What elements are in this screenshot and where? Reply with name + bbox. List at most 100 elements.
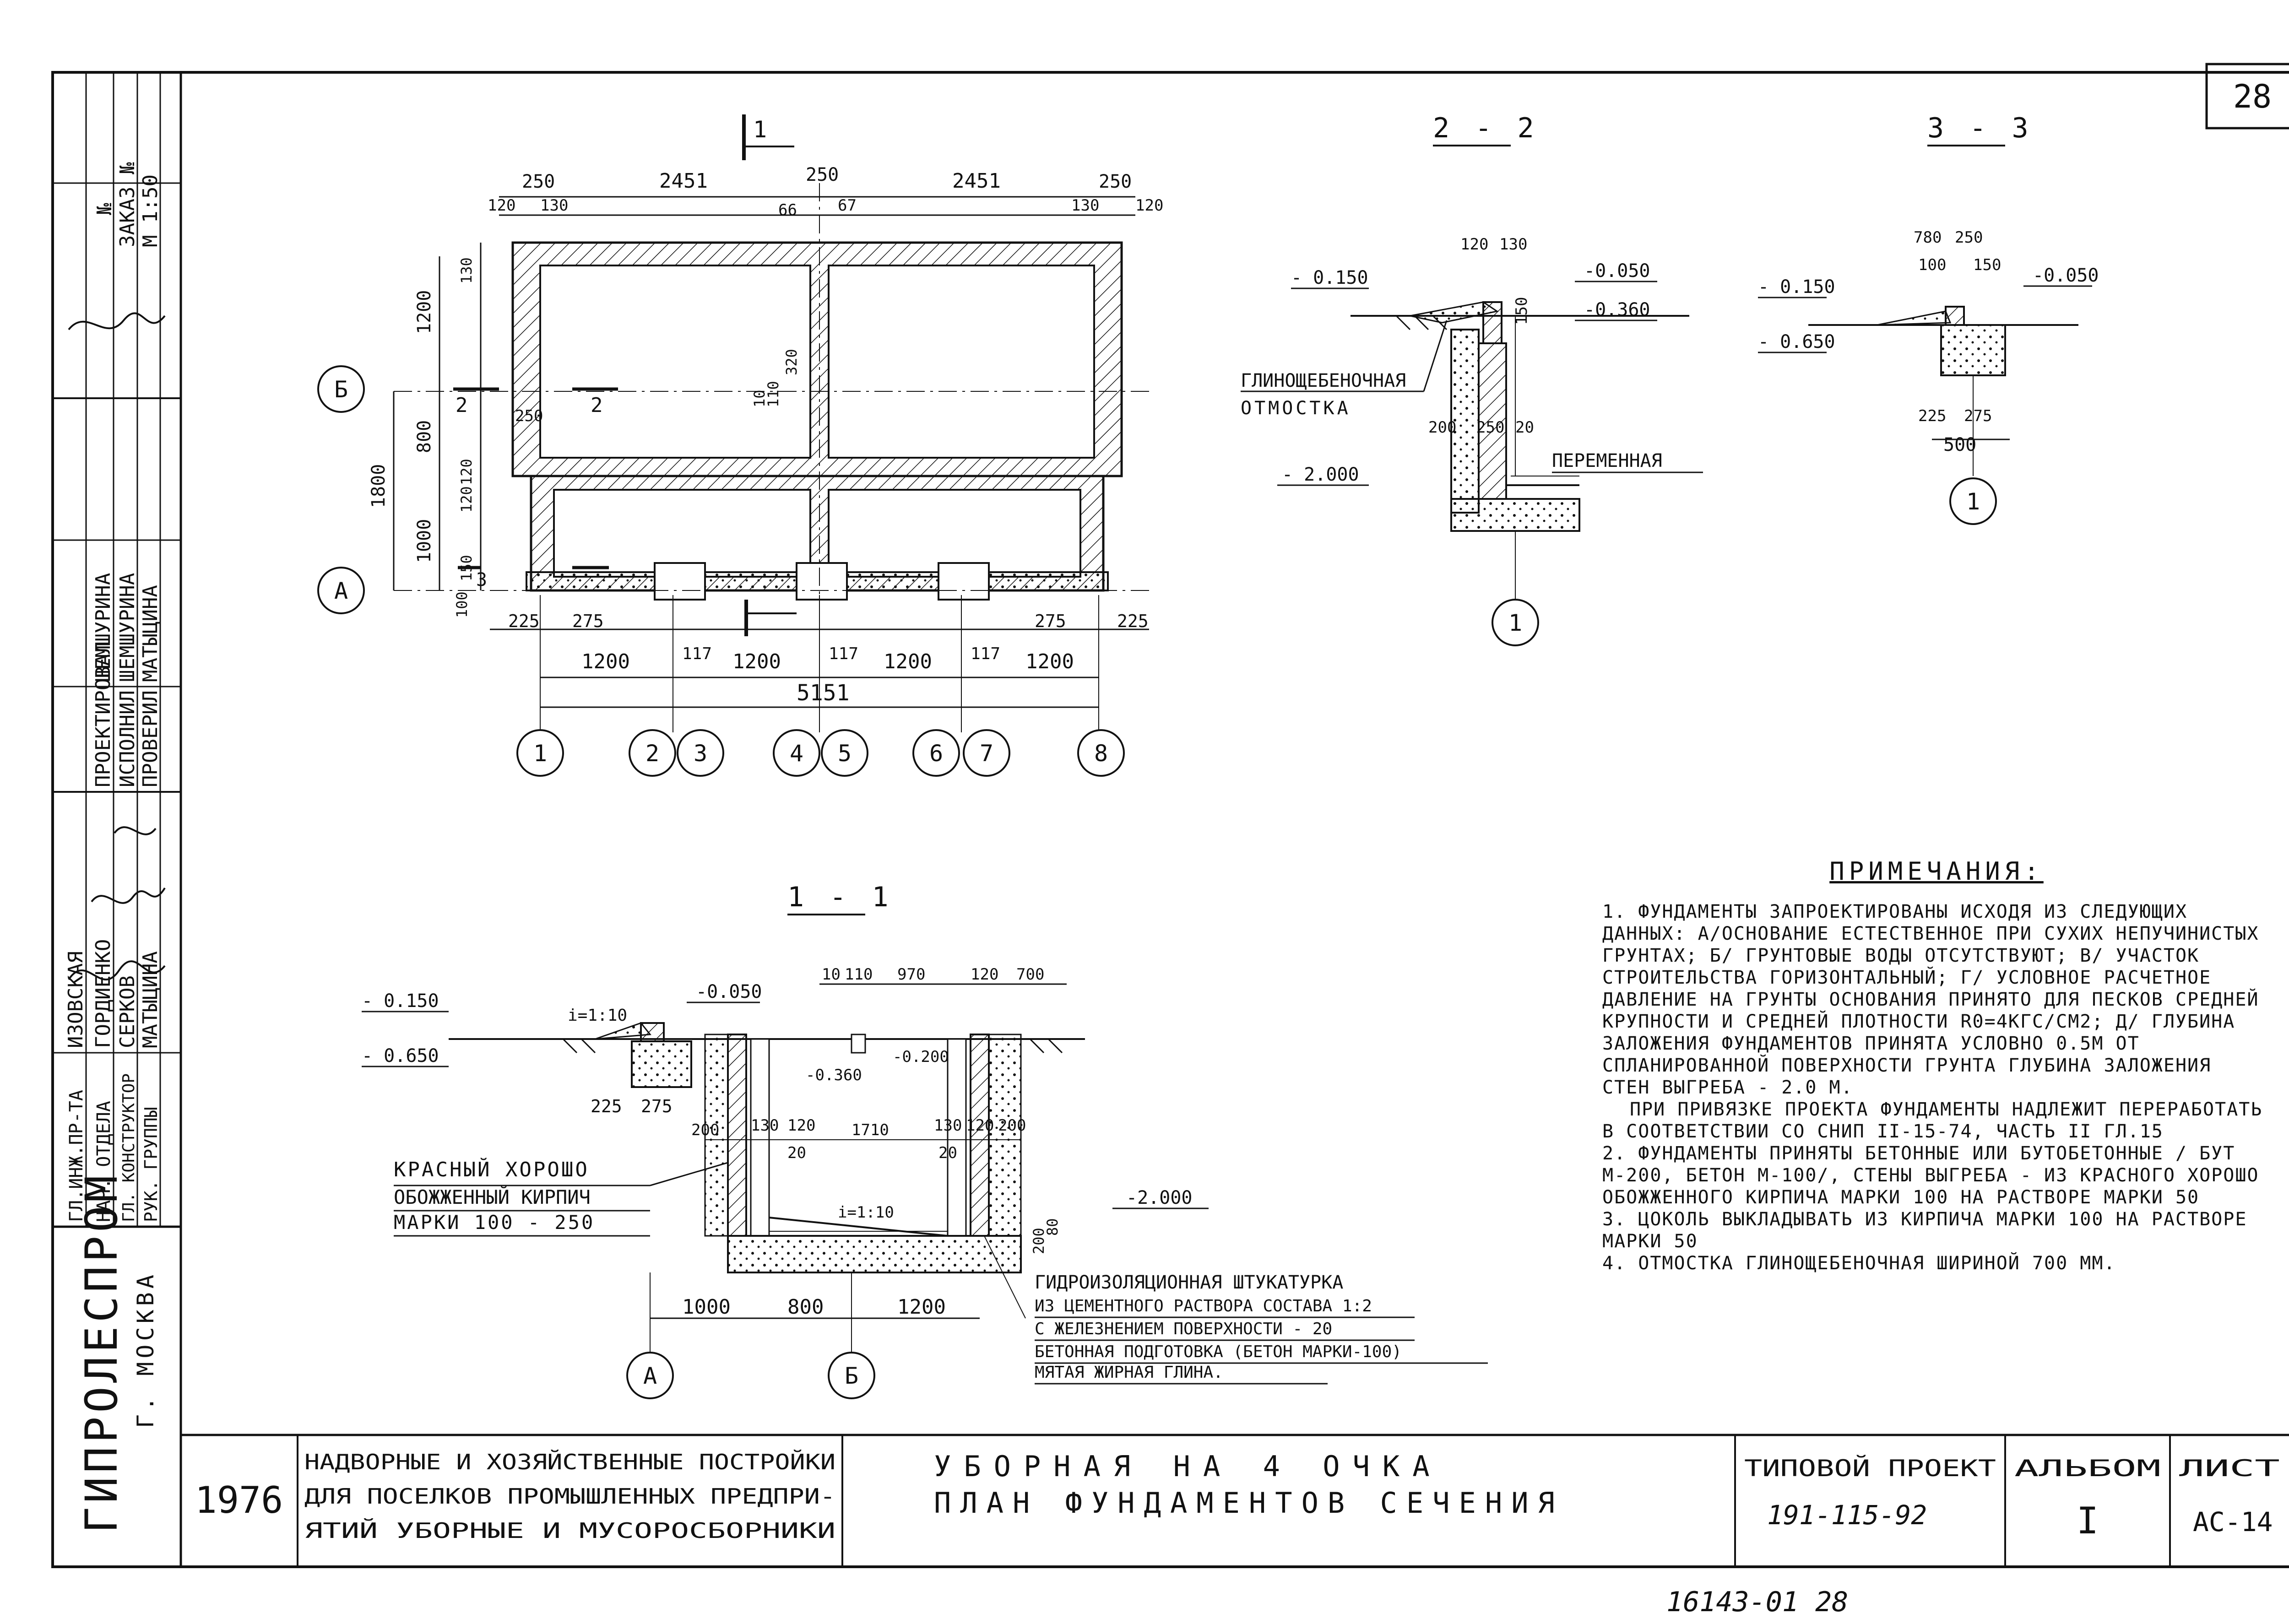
plan-overall-dim: 5151 [797, 680, 850, 706]
section-1-1-axis-a: А [643, 1363, 657, 1389]
s11-label-10: 120 [971, 965, 998, 984]
plan-section-mark-top: 1 [753, 116, 767, 143]
title-year: 1976 [195, 1479, 283, 1521]
axis-label-6: 6 [929, 740, 943, 767]
plan-room-left [539, 265, 811, 459]
plan-small-250: 250 [515, 407, 543, 425]
album-label: АЛЬБОМ [2014, 1455, 2161, 1482]
notes-title: ПРИМЕЧАНИЯ: [1829, 857, 2044, 886]
axis-bubble-7 [963, 729, 1010, 777]
s11-dim-800: 800 [787, 1295, 824, 1319]
plan-bottom-dim-6: 117 [829, 644, 858, 663]
axis-label-2: 2 [645, 740, 659, 767]
stamp-order: ЗАКАЗ № [116, 162, 139, 247]
project-desc-1: НАДВОРНЫЕ И ХОЗЯЙСТВЕННЫЕ ПОСТРОЙКИ [304, 1450, 835, 1474]
axis-bubble-8 [1077, 729, 1125, 777]
notes-block: ПРИМЕЧАНИЯ: 1. ФУНДАМЕНТЫ ЗАПРОЕКТИРОВАН… [1602, 857, 2271, 1274]
stamp-name2-2: ШЕМШУРИНА [116, 573, 139, 682]
axis-label-3: 3 [694, 740, 707, 767]
plan-top-dim-2: 2451 [659, 169, 708, 193]
s11-label-17: 20 [787, 1144, 806, 1162]
project-desc-2: ДЛЯ ПОСЕЛКОВ ПРОМЫШЛЕННЫХ ПРЕДПРИ- [304, 1484, 835, 1509]
plan-top-dim-1: 250 [522, 171, 555, 192]
section-1-1-axis-b: Б [845, 1363, 858, 1389]
s11-label-20: 120 [966, 1116, 994, 1135]
s33-dim-150: 150 [1973, 256, 2001, 274]
axis-bubble-b [317, 365, 365, 413]
s22-dim-150: 150 [1513, 297, 1531, 325]
sheet-number: 28 [2233, 78, 2272, 115]
axis-bubble-4 [773, 729, 820, 777]
s33-dim-250: 250 [1955, 228, 1983, 247]
section-1-1-slab [727, 1235, 1022, 1273]
section-2-2: 2 - 2 1 - 0.150 -0.050 -0.360 - 2.000 12… [1241, 112, 1703, 646]
s11-label-8: 110 [845, 965, 873, 984]
stamp-org: ГИПРОЛЕСПРОМ [76, 1172, 127, 1533]
stamp-name-1: ИЗОВСКАЯ [64, 951, 87, 1048]
axis-bubble-a [317, 567, 365, 614]
left-stamp: ГЛ.ИНЖ.ПР-ТА НАЧ. ОТДЕЛА ГЛ. КОНСТРУКТОР… [53, 72, 181, 1533]
s11-legend-3: С ЖЕЛЕЗНЕНИЕМ ПОВЕРХНОСТИ - 20 [1035, 1320, 1332, 1338]
s11-label-3: -0.050 [696, 981, 762, 1002]
plan-cut-3: 3 [476, 569, 487, 590]
s11-label-24: i=1:10 [838, 1203, 894, 1222]
s22-dim-250: 250 [1476, 418, 1504, 437]
plan-top-sub-3: 66 [778, 201, 797, 219]
plan-bottom-dim-3: 1200 [581, 650, 630, 673]
s11-label-14: 200 [691, 1121, 719, 1139]
axis-bubble-3 [677, 729, 724, 777]
axis-bubble-1 [516, 729, 564, 777]
plan-top-sub-2: 130 [540, 196, 568, 215]
stamp-name-2: ГОРДИЕНКО [92, 939, 115, 1048]
plan-top-sub-6: 120 [1135, 196, 1163, 215]
foundation-plan: 1 250 2451 250 2451 250 120 130 66 67 13… [317, 114, 1163, 777]
sheet-value: АС-14 [2193, 1506, 2273, 1537]
section-2-2-slab [1450, 498, 1580, 532]
sheet-label: ЛИСТ [2179, 1455, 2280, 1482]
section-3-3: 3 - 3 1 780 250 100 150 -0.050 - 0.150 -… [1758, 112, 2099, 525]
s33-dim-275: 275 [1964, 407, 1992, 425]
s22-dim-120: 120 [1460, 235, 1488, 254]
s11-brick-1: КРАСНЫЙ ХОРОШО [394, 1157, 589, 1181]
type-project-label: ТИПОВОЙ ПРОЕКТ [1744, 1455, 1996, 1482]
s22-dim-200: 200 [1428, 418, 1456, 437]
plan-top-dim-3: 250 [806, 164, 839, 185]
section-1-1: 1 - 1 А Б - 0.150 - 0.650 -0.050 [362, 881, 1488, 1399]
album-value: I [2077, 1499, 2099, 1542]
stamp-name2-1: ШЕМШУРИНА [92, 573, 115, 682]
section-3-3-axis: 1 [1966, 488, 1980, 515]
s11-label-12: -0.360 [806, 1066, 862, 1084]
s33-dim-100: 100 [1918, 256, 1946, 274]
plan-inner-2: 110 [765, 381, 782, 407]
project-desc-3: ЯТИЙ УБОРНЫЕ И МУСОРОСБОРНИКИ [304, 1518, 835, 1543]
s11-legend-2: ИЗ ЦЕМЕНТНОГО РАСТВОРА СОСТАВА 1:2 [1035, 1297, 1372, 1315]
s22-dim-130: 130 [1499, 235, 1527, 254]
stamp-name-3: СЕРКОВ [116, 975, 139, 1048]
note-3: 3. ЦОКОЛЬ ВЫКЛАДЫВАТЬ ИЗ КИРПИЧА МАРКИ 1… [1602, 1209, 2247, 1252]
plan-top-dim-5: 250 [1099, 171, 1132, 192]
plan-left-dim-6: 120 [458, 486, 475, 513]
s11-label-11: 700 [1016, 965, 1044, 984]
s22-level-1: - 0.150 [1291, 267, 1368, 288]
s11-label-9: 970 [897, 965, 925, 984]
plan-room-right [828, 265, 1095, 459]
signature-3 [114, 826, 157, 835]
s11-label-13: -0.200 [893, 1048, 949, 1066]
plan-inner-3: 320 [783, 349, 800, 375]
plan-pier-3 [938, 562, 990, 601]
title-block: 1976 НАДВОРНЫЕ И ХОЗЯЙСТВЕННЫЕ ПОСТРОЙКИ… [181, 1434, 2289, 1618]
stamp-city: Г. МОСКВА [132, 1271, 159, 1428]
plan-top-sub-4: 67 [838, 196, 857, 215]
axis-label-8: 8 [1094, 740, 1108, 767]
plan-bottom-dim-7: 1200 [884, 650, 932, 673]
frame [51, 71, 2289, 1568]
plan-bottom-dim-9: 1200 [1025, 650, 1074, 673]
s22-level-4: - 2.000 [1282, 464, 1359, 485]
s11-label-18: 1710 [852, 1121, 889, 1139]
s22-otmostka-2: ОТМОСТКА [1241, 398, 1351, 419]
s33-dim-225: 225 [1918, 407, 1946, 425]
s11-brick-2: ОБОЖЖЕННЫЙ КИРПИЧ [394, 1186, 591, 1208]
s11-legend-1: ГИДРОИЗОЛЯЦИОННАЯ ШТУКАТУРКА [1035, 1272, 1343, 1293]
